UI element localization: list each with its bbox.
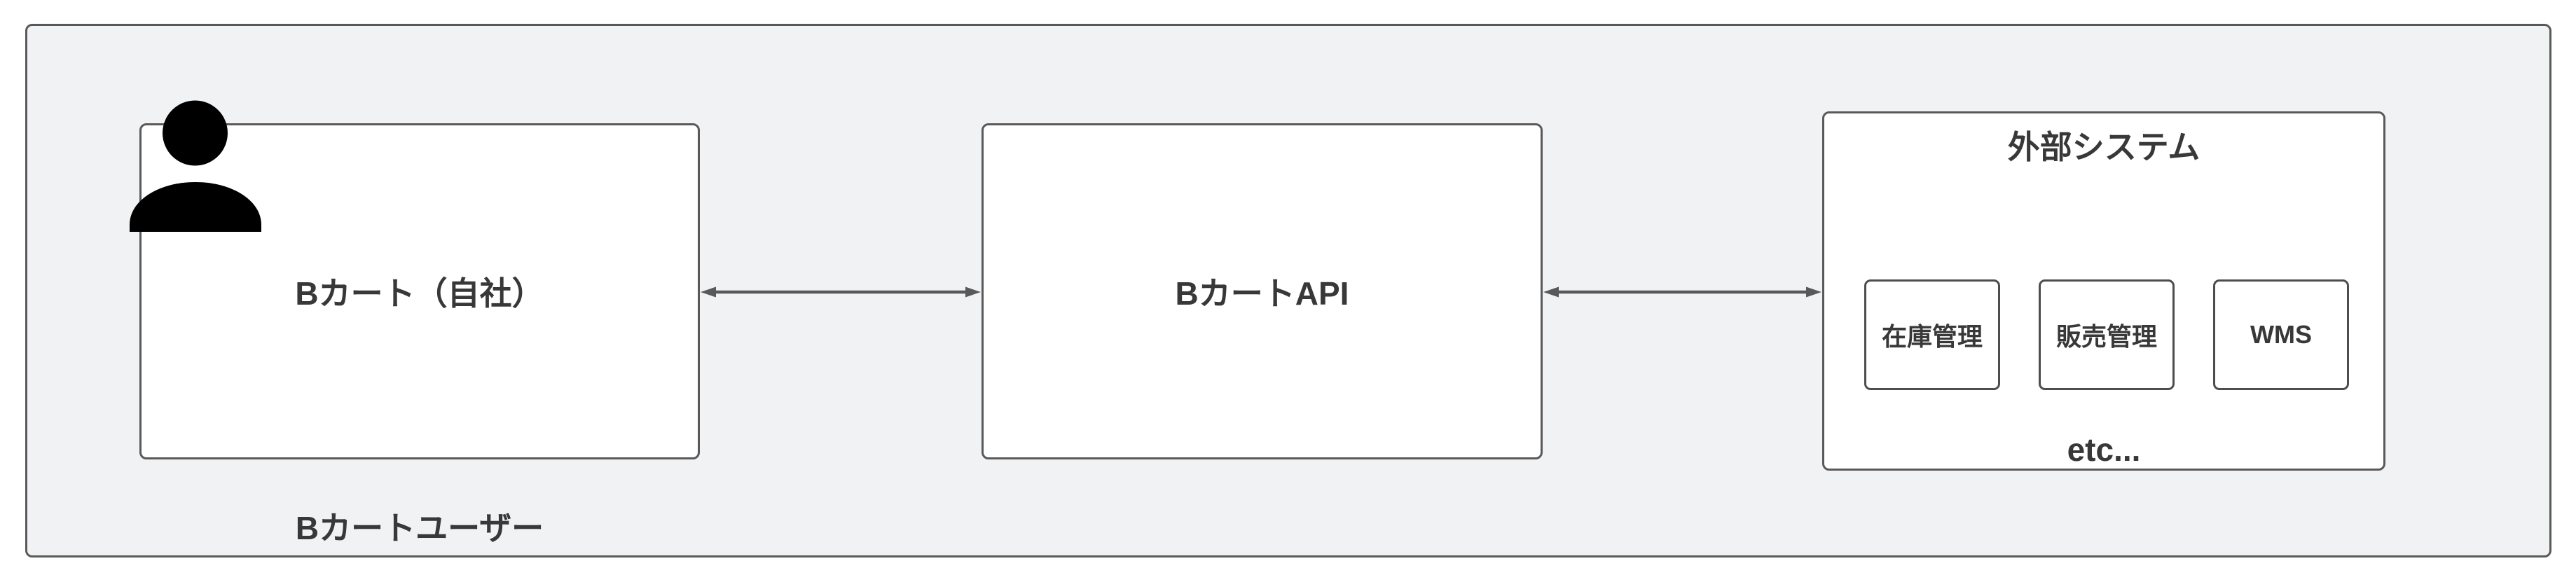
node-bcart-api: BカートAPI — [982, 123, 1543, 459]
external-systems-etc-label: etc... — [2067, 431, 2141, 468]
system-boundary-box: Bカート（自社） Bカートユーザー BカートAPI 外部システム — [25, 24, 2551, 557]
arrow-api-external — [1543, 286, 1821, 298]
external-systems-title: 外部システム — [2007, 129, 2200, 165]
node-external-systems: 外部システム 在庫管理 販売管理 WMS etc... — [1822, 111, 2385, 471]
node-inventory-management: 在庫管理 — [1864, 279, 2000, 390]
node-sales-management-label: 販売管理 — [2055, 322, 2157, 351]
node-bcart: Bカート（自社） — [139, 123, 700, 459]
node-sales-management: 販売管理 — [2039, 279, 2175, 390]
node-bcart-caption: Bカートユーザー — [295, 510, 544, 546]
person-icon — [130, 100, 261, 232]
arrow-bcart-api — [701, 286, 981, 298]
node-inventory-management-label: 在庫管理 — [1881, 322, 1983, 351]
node-wms-label: WMS — [2250, 320, 2312, 349]
external-systems-row: 在庫管理 販売管理 WMS — [1864, 279, 2349, 390]
node-wms: WMS — [2213, 279, 2349, 390]
node-bcart-label: Bカート（自社） — [295, 275, 544, 312]
node-bcart-api-label: BカートAPI — [1175, 275, 1349, 312]
